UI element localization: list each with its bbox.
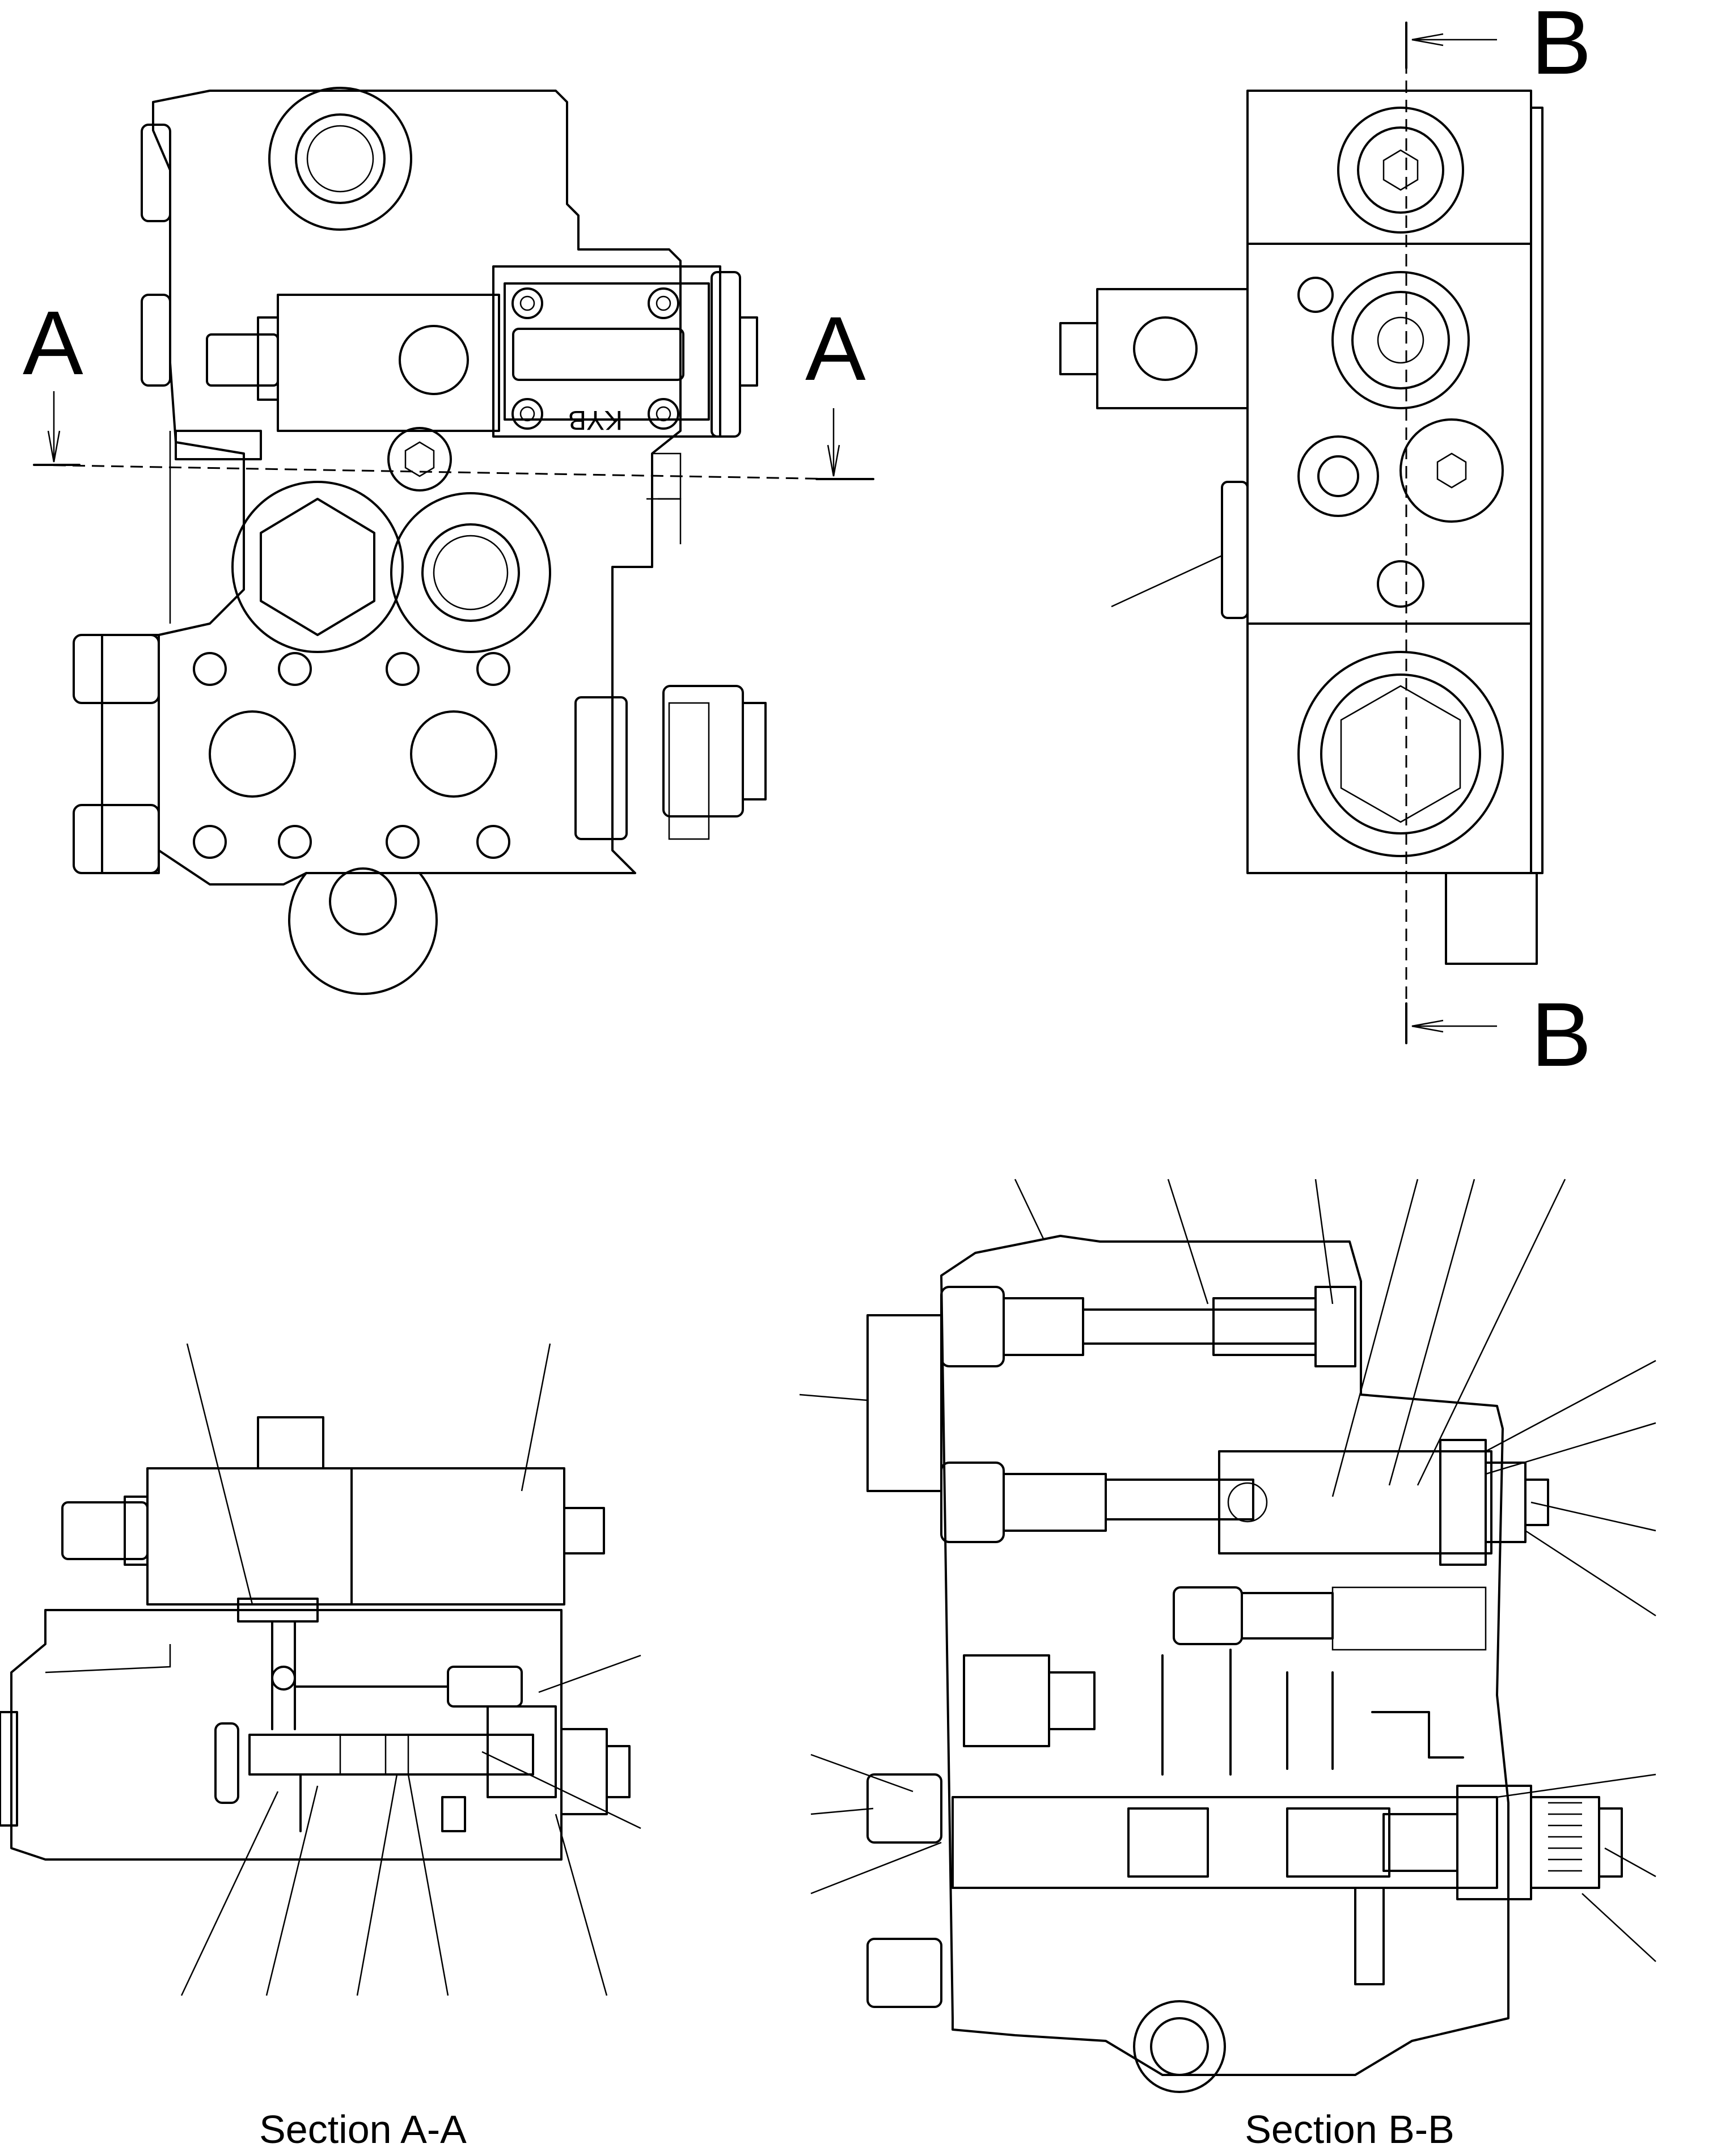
section-a-view: Section A-A: [0, 1343, 641, 2151]
section-a-right-marker: A: [805, 298, 866, 399]
section-b-cut-line: B B: [1405, 0, 1592, 1085]
section-b-caption: Section B-B: [1245, 2107, 1454, 2151]
section-a-left-marker: A: [23, 292, 83, 393]
section-b-view: Section B-B: [799, 1179, 1656, 2151]
side-view: [1059, 90, 1544, 965]
section-b-bottom-marker: B: [1531, 984, 1592, 1085]
section-b-top-marker: B: [1531, 0, 1592, 93]
section-a-cut-line: A A: [23, 292, 874, 480]
front-view: KYB: [73, 87, 767, 996]
connector-logo-text: KYB: [568, 405, 623, 435]
section-a-caption: Section A-A: [259, 2107, 467, 2151]
